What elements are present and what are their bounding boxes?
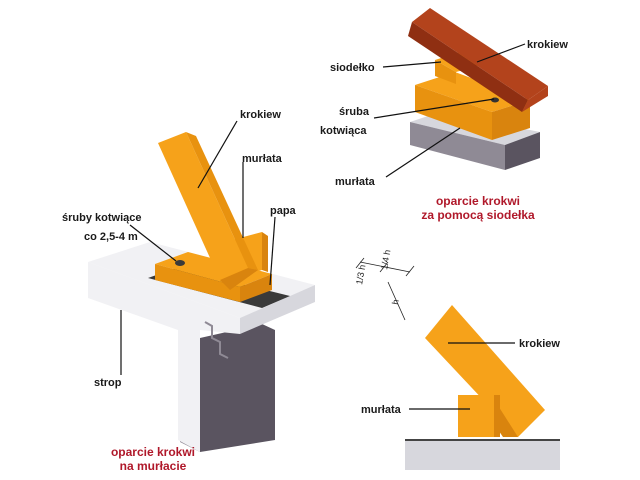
wall-plate-front — [155, 264, 240, 302]
label-murlata-b: murłata — [335, 176, 376, 188]
caption-b-line1: oparcie krokwi — [436, 194, 520, 208]
slab-steps — [204, 321, 229, 359]
label-strop-a: strop — [94, 377, 122, 389]
dimension-marks — [355, 257, 415, 321]
label-krokiew-a: krokiew — [240, 109, 281, 121]
wall-front — [200, 324, 275, 452]
seat-block-front — [435, 60, 456, 84]
label-sruba-b-2: kotwiąca — [320, 125, 367, 137]
caption-a-line2: na murłacie — [120, 459, 187, 473]
label-sruby-a-2: co 2,5-4 m — [84, 231, 138, 243]
wall-c — [405, 440, 560, 470]
label-krokiew-c: krokiew — [519, 338, 560, 350]
anchor-bolt-a — [175, 260, 185, 266]
leader-krokiew-a — [197, 120, 238, 189]
leader-murlata-b — [385, 127, 461, 178]
leader-sruba-b — [373, 98, 495, 119]
caption-a-line1: oparcie krokwi — [111, 445, 195, 459]
rafter-a — [158, 132, 248, 280]
diagram-a: krokiew murłata papa śruby kotwiące co 2… — [62, 109, 315, 473]
label-murlata-c: murłata — [361, 404, 402, 416]
label-murlata-a: murłata — [242, 153, 283, 165]
anchor-bolt-b — [491, 97, 499, 103]
leader-siodelko-b — [382, 61, 442, 68]
plate-block-side — [262, 232, 268, 272]
slab-front — [240, 285, 315, 334]
label-siodelko-b: siodełko — [330, 62, 375, 74]
rafter-b-top — [522, 86, 548, 112]
rafter-a-side — [186, 132, 258, 270]
wall-b-front — [505, 132, 540, 170]
leader-krokiew-b — [476, 43, 526, 63]
wall-plate-b-top — [415, 72, 530, 112]
wall-plate-c-shade — [494, 395, 500, 437]
wall-plate-b-front — [415, 85, 492, 140]
label-papa-a: papa — [270, 205, 297, 217]
caption-b-line2: za pomocą siodełka — [421, 208, 535, 222]
rafter-a-foot — [220, 268, 258, 290]
rafter-b-side — [408, 22, 528, 112]
leader-sruby-a — [129, 224, 177, 262]
rafter-b — [412, 8, 548, 100]
rafter-c — [425, 305, 545, 437]
dim-h: h — [390, 299, 401, 306]
diagram-b: krokiew siodełko śruba kotwiąca murłata … — [320, 8, 568, 222]
diagram-c: 1/3 h 1/4 h h krokiew murłata — [354, 249, 560, 470]
wall-b-left — [410, 122, 505, 170]
label-krokiew-b: krokiew — [527, 39, 568, 51]
label-sruby-a-1: śruby kotwiące — [62, 212, 141, 224]
leader-papa-a — [269, 216, 276, 286]
dim-one-quarter-h: 1/4 h — [379, 249, 392, 270]
dim-one-third-h: 1/3 h — [354, 264, 367, 285]
wall-plate-end — [240, 274, 272, 302]
label-sruba-b-1: śruba — [339, 106, 370, 118]
wall-plate-c — [458, 395, 500, 437]
slab-left — [88, 262, 240, 452]
